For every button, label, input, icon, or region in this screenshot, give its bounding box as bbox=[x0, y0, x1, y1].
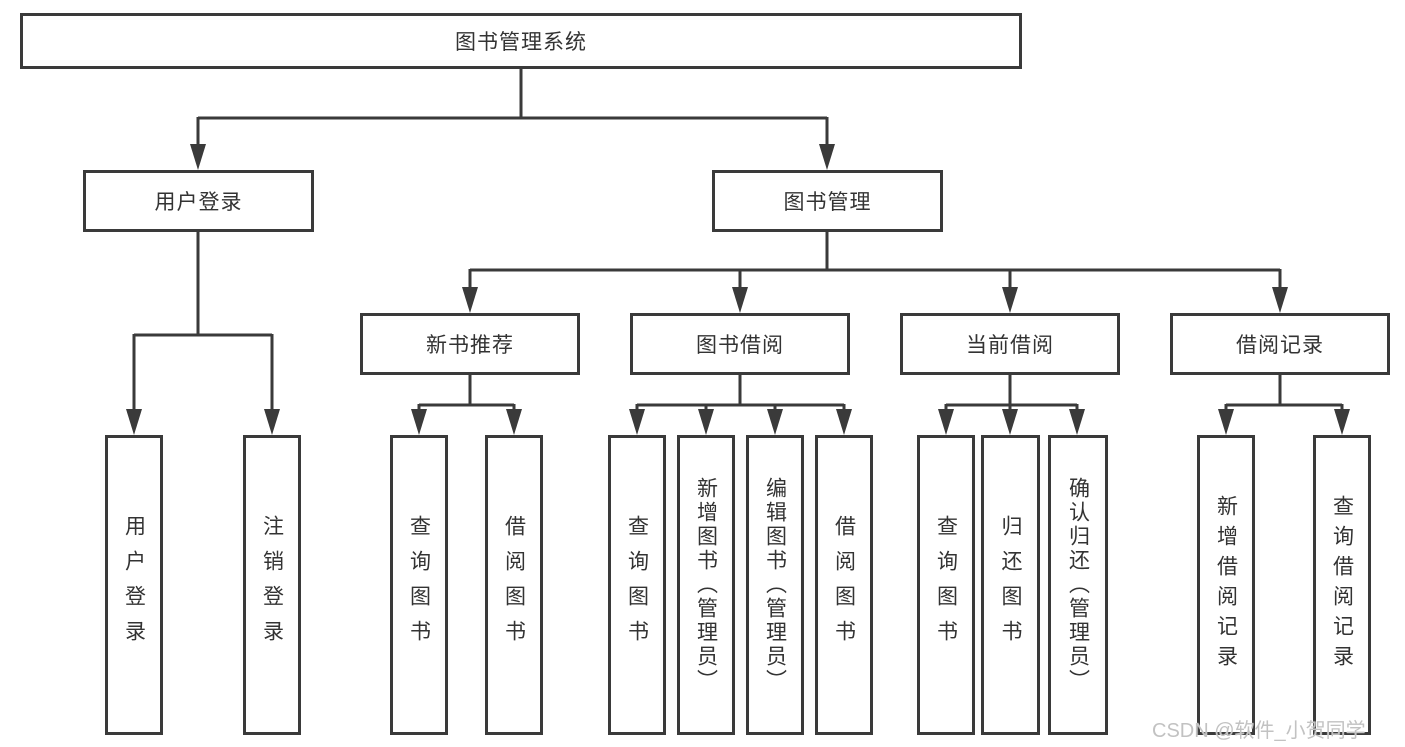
node-query-borrow-record: 查询借阅记录 bbox=[1313, 435, 1371, 735]
node-user-login-action-label: 用户登录 bbox=[122, 515, 146, 655]
node-book-management-label: 图书管理 bbox=[783, 191, 872, 214]
node-confirm-return-admin: 确认归还（管理员） bbox=[1048, 435, 1108, 735]
node-root-label: 图书管理系统 bbox=[455, 31, 587, 54]
node-add-books-admin: 新增图书（管理员） bbox=[677, 435, 735, 735]
node-new-book-recommend: 新书推荐 bbox=[360, 313, 580, 375]
node-add-borrow-record: 新增借阅记录 bbox=[1197, 435, 1255, 735]
node-borrow-books-borrow-label: 借阅图书 bbox=[832, 515, 856, 655]
node-add-borrow-record-label: 新增借阅记录 bbox=[1214, 495, 1238, 675]
node-confirm-return-admin-label: 确认归还（管理员） bbox=[1066, 477, 1090, 693]
node-query-borrow-record-label: 查询借阅记录 bbox=[1330, 495, 1354, 675]
node-current-borrowing-label: 当前借阅 bbox=[966, 334, 1054, 357]
node-borrow-books-recommend: 借阅图书 bbox=[485, 435, 543, 735]
node-query-books-borrow: 查询图书 bbox=[608, 435, 666, 735]
node-book-management: 图书管理 bbox=[712, 170, 943, 232]
node-return-books-label: 归还图书 bbox=[999, 515, 1022, 655]
node-borrow-books-recommend-label: 借阅图书 bbox=[502, 515, 526, 655]
node-book-borrowing: 图书借阅 bbox=[630, 313, 850, 375]
node-user-login-action: 用户登录 bbox=[105, 435, 163, 735]
node-query-books-borrow-label: 查询图书 bbox=[625, 515, 649, 655]
node-borrowing-records: 借阅记录 bbox=[1170, 313, 1390, 375]
node-return-books: 归还图书 bbox=[981, 435, 1040, 735]
node-user-login: 用户登录 bbox=[83, 170, 314, 232]
node-current-borrowing: 当前借阅 bbox=[900, 313, 1120, 375]
node-book-borrowing-label: 图书借阅 bbox=[696, 334, 784, 357]
node-borrow-books-borrow: 借阅图书 bbox=[815, 435, 873, 735]
node-query-books-current-label: 查询图书 bbox=[934, 515, 958, 655]
node-query-books-recommend-label: 查询图书 bbox=[407, 515, 431, 655]
node-borrowing-records-label: 借阅记录 bbox=[1236, 334, 1324, 357]
node-new-book-recommend-label: 新书推荐 bbox=[426, 334, 514, 357]
node-query-books-recommend: 查询图书 bbox=[390, 435, 448, 735]
node-logout: 注销登录 bbox=[243, 435, 301, 735]
node-user-login-label: 用户登录 bbox=[154, 191, 243, 214]
node-root: 图书管理系统 bbox=[20, 13, 1022, 69]
node-logout-label: 注销登录 bbox=[260, 515, 284, 655]
csdn-watermark: CSDN @软件_小贺同学 bbox=[1152, 720, 1366, 742]
node-add-books-admin-label: 新增图书（管理员） bbox=[694, 477, 718, 693]
node-edit-books-admin: 编辑图书（管理员） bbox=[746, 435, 804, 735]
node-query-books-current: 查询图书 bbox=[917, 435, 975, 735]
node-edit-books-admin-label: 编辑图书（管理员） bbox=[763, 477, 787, 693]
